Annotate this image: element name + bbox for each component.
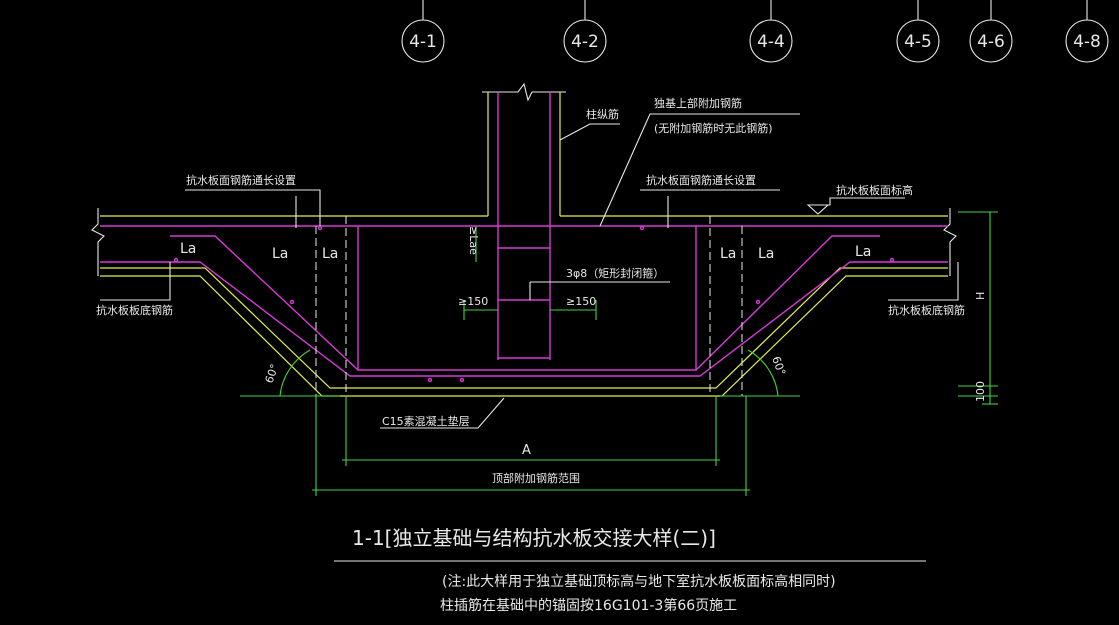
axis-bubble-4-2: 4-2 <box>563 0 607 63</box>
dimension-lines <box>240 211 998 496</box>
label-bottom-rebar-right: 抗水板板底钢筋 <box>888 303 965 317</box>
rebar-lines <box>100 92 948 383</box>
label-min150-right: ≥150 <box>566 295 596 308</box>
label-dim-a: A <box>522 443 531 458</box>
label-additional-rebar-note: (无附加钢筋时无此钢筋) <box>654 121 773 135</box>
label-la: La <box>855 244 871 260</box>
label-cushion: C15素混凝土垫层 <box>382 414 470 428</box>
label-column-rebar: 柱纵筋 <box>586 107 619 121</box>
axis-label: 4-5 <box>904 32 932 52</box>
label-stirrup: 3φ8（矩形封闭箍） <box>566 266 664 280</box>
axis-bubble-4-5: 4-5 <box>896 0 940 63</box>
axis-label: 4-1 <box>409 32 437 52</box>
label-top-rebar-left: 抗水板面钢筋通长设置 <box>186 173 296 187</box>
label-top-range: 顶部附加钢筋范围 <box>492 471 580 485</box>
note-line-2: 柱插筋在基础中的锚固按16G101-3第66页施工 <box>440 597 737 614</box>
axis-bubble-4-6: 4-6 <box>969 0 1013 63</box>
dashed-guides <box>315 216 743 396</box>
axis-bubble-4-1: 4-1 <box>401 0 445 63</box>
label-la: La <box>272 246 288 262</box>
drawing-title: 1-1[独立基础与结构抗水板交接大样(二)] <box>352 526 716 550</box>
label-top-rebar-right: 抗水板面钢筋通长设置 <box>646 173 756 187</box>
label-la: La <box>758 246 774 262</box>
label-dim-100: 100 <box>974 381 987 402</box>
axis-label: 4-2 <box>571 32 599 52</box>
label-angle-right: 60° <box>769 355 788 378</box>
foundation-outline <box>91 82 957 397</box>
label-la: La <box>720 246 736 262</box>
label-bottom-rebar-left: 抗水板板底钢筋 <box>96 303 173 317</box>
axis-label: 4-6 <box>977 32 1005 52</box>
label-lae: ≥Lae <box>467 226 480 255</box>
axis-bubble-4-4: 4-4 <box>749 0 793 63</box>
leader-lines <box>100 113 959 429</box>
label-la: La <box>180 241 196 257</box>
label-additional-rebar: 独基上部附加钢筋 <box>654 96 742 110</box>
label-min150-left: ≥150 <box>458 295 488 308</box>
axis-label: 4-4 <box>757 32 785 52</box>
label-slab-top-level: 抗水板板面标高 <box>836 183 913 197</box>
note-line-1: (注:此大样用于独立基础顶标高与地下室抗水板板面标高相同时) <box>442 573 836 590</box>
axis-label: 4-8 <box>1073 32 1101 52</box>
label-la: La <box>322 246 338 262</box>
axis-bubble-4-8: 4-8 <box>1065 0 1109 63</box>
label-dim-h: H <box>974 292 987 300</box>
label-angle-left: 60° <box>263 362 282 385</box>
